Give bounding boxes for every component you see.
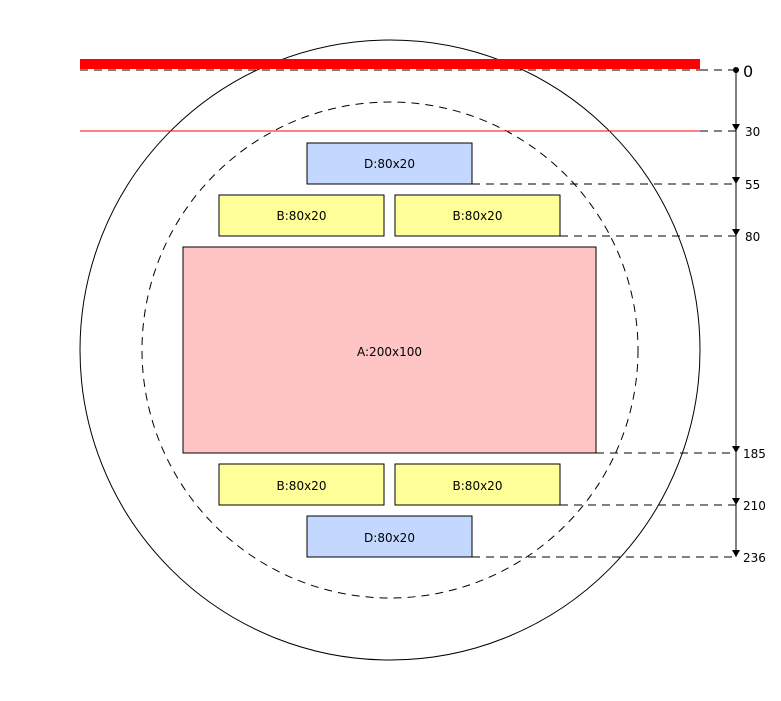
box-b-bottom-right-label: B:80x20 bbox=[453, 479, 503, 493]
arrowhead-80 bbox=[732, 229, 740, 236]
box-a-center bbox=[182, 246, 597, 454]
ruler-label-210: 210 bbox=[743, 499, 766, 513]
box-d-top bbox=[306, 142, 473, 185]
ruler-label-185: 185 bbox=[743, 447, 766, 461]
box-b-top-right bbox=[394, 194, 561, 237]
ruler-label-55: 55 bbox=[745, 178, 760, 192]
box-b-bottom-left bbox=[218, 463, 385, 506]
box-b-bottom-left-label: B:80x20 bbox=[277, 479, 327, 493]
arrowhead-185 bbox=[732, 446, 740, 453]
ruler-label-236: 236 bbox=[743, 551, 766, 565]
ruler-origin-dot bbox=[733, 67, 739, 73]
arrowhead-30 bbox=[732, 124, 740, 131]
arrowhead-210 bbox=[732, 498, 740, 505]
ruler-label-0: 0 bbox=[743, 62, 753, 81]
arrowhead-236 bbox=[732, 550, 740, 557]
box-d-top-label: D:80x20 bbox=[364, 157, 415, 171]
outer-circle bbox=[79, 39, 701, 661]
arrowhead-55 bbox=[732, 177, 740, 184]
inner-dashed-circle bbox=[141, 101, 639, 599]
top-red-bar bbox=[80, 59, 700, 69]
box-b-top-left bbox=[218, 194, 385, 237]
box-d-bottom bbox=[306, 515, 473, 558]
ruler-label-80: 80 bbox=[745, 230, 760, 244]
box-b-top-right-label: B:80x20 bbox=[453, 209, 503, 223]
ruler-arrowheads bbox=[732, 124, 740, 557]
box-b-bottom-right bbox=[394, 463, 561, 506]
box-a-center-label: A:200x100 bbox=[357, 345, 422, 359]
ruler-label-30: 30 bbox=[745, 125, 760, 139]
box-d-bottom-label: D:80x20 bbox=[364, 531, 415, 545]
guide-lines bbox=[472, 69, 736, 558]
box-b-top-left-label: B:80x20 bbox=[277, 209, 327, 223]
